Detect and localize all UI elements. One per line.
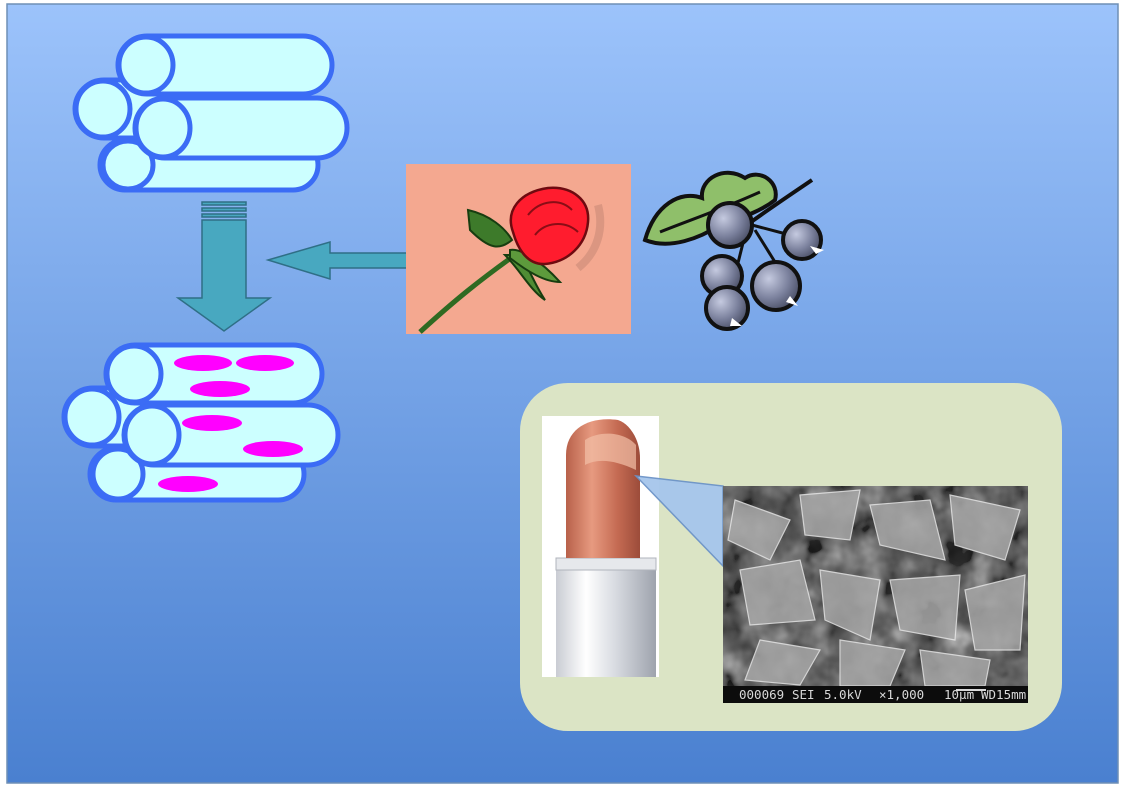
nanotube-bundle-icon (72, 33, 350, 193)
sem-caption-voltage: 5.0kV (824, 687, 862, 702)
sem-micrograph-image: 000069 SEI 5.0kV ×1,000 10μm WD15mm (723, 486, 1028, 703)
lipstick-icon (542, 416, 659, 677)
loaded-nanotube-bundle-icon (61, 342, 341, 503)
sem-caption-working-distance: WD15mm (981, 687, 1026, 702)
sem-caption-mode: SEI (792, 687, 815, 702)
rose-icon (406, 164, 631, 334)
guest-molecules (158, 355, 303, 492)
down-arrow-icon (175, 201, 273, 332)
sem-caption-magnification: ×1,000 (879, 687, 924, 702)
blackcurrant-icon (642, 170, 824, 331)
sem-caption-scale: 10μm (944, 687, 974, 702)
sem-caption-id: 000069 (739, 687, 784, 702)
